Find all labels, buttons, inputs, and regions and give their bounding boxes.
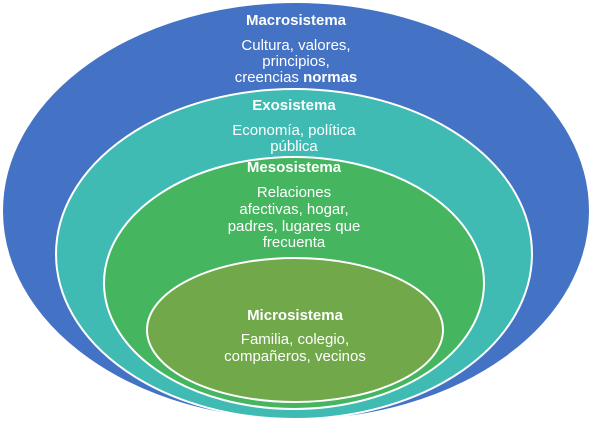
macrosystem-line-3-bold: normas: [303, 69, 357, 86]
macrosystem-line-1: Cultura, valores,: [241, 37, 350, 54]
macrosystem-line-3: creencias normas: [235, 69, 358, 86]
microsystem-ellipse: [146, 257, 444, 403]
microsystem-line-1: Familia, colegio,: [241, 331, 349, 348]
mesosystem-title: Mesosistema: [247, 159, 342, 176]
macrosystem-title: Macrosistema: [246, 12, 347, 29]
exosystem-title: Exosistema: [252, 97, 336, 114]
exosystem-line-2: pública: [270, 138, 318, 155]
mesosystem-line-1: Relaciones: [257, 184, 331, 201]
microsystem-line-2: compañeros, vecinos: [224, 348, 366, 365]
exosystem-line-1: Economía, política: [232, 122, 356, 139]
microsystem-layer: Microsistema Familia, colegio, compañero…: [146, 257, 444, 403]
mesosystem-line-3: padres, lugares que: [228, 218, 361, 235]
mesosystem-line-2: afectivas, hogar,: [239, 201, 348, 218]
macrosystem-line-3-normal: creencias: [235, 69, 303, 86]
macrosystem-line-2: principios,: [262, 53, 330, 70]
microsystem-title: Microsistema: [247, 307, 344, 324]
mesosystem-line-4: frecuenta: [263, 234, 326, 251]
